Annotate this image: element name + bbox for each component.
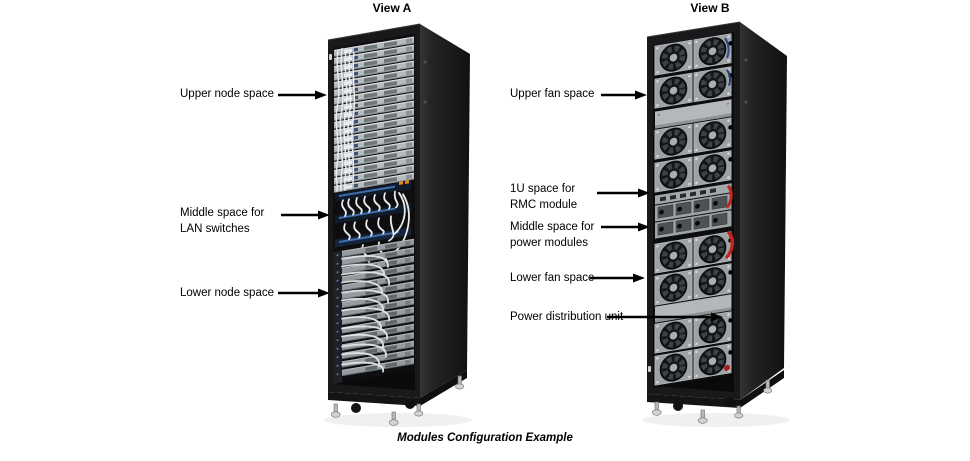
label-power-modules: Middle space for power modules bbox=[510, 221, 595, 249]
label-lower-fan-space: Lower fan space bbox=[510, 272, 595, 284]
view-a-title: View A bbox=[372, 1, 412, 15]
label-upper-fan-space: Upper fan space bbox=[510, 88, 595, 100]
view-b-title: View B bbox=[690, 1, 730, 15]
lower-fan-space-arrow bbox=[590, 273, 645, 283]
label-upper-node-space: Upper node space bbox=[180, 88, 274, 100]
rack-view-a-image bbox=[324, 23, 472, 427]
label-rmc-module: 1U space for RMC module bbox=[510, 183, 578, 211]
label-power-distribution-unit: Power distribution unit bbox=[510, 311, 624, 323]
upper-node-space-arrow bbox=[278, 90, 327, 100]
figure-caption: Modules Configuration Example bbox=[397, 432, 573, 444]
label-lower-node-space: Lower node space bbox=[180, 287, 274, 299]
label-middle-lan-switches: Middle space for LAN switches bbox=[180, 207, 265, 235]
rack-view-b-image bbox=[642, 21, 790, 427]
